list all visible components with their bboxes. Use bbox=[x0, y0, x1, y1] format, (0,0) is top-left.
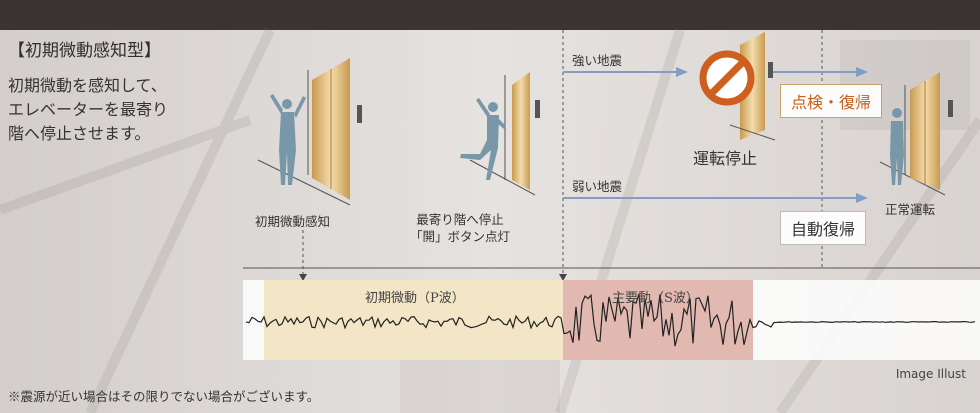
stop-label: 運転停止 bbox=[693, 149, 758, 168]
inspection-recovery-box: 点検・復帰 bbox=[780, 84, 883, 118]
page-title: 【初期微動感知型】 bbox=[8, 41, 161, 61]
step2-label-line1: 最寄り階へ停止 bbox=[416, 212, 504, 227]
p-wave-band bbox=[264, 280, 563, 360]
strong-quake-arrow bbox=[563, 67, 868, 77]
s-wave-band bbox=[563, 280, 753, 360]
step1-label: 初期微動感知 bbox=[255, 214, 331, 229]
p-wave-label: 初期微動（P波） bbox=[365, 291, 465, 306]
description: 初期微動を感知して、 エレベーターを最寄り 階へ停止させます。 bbox=[8, 74, 168, 146]
normal-operation-label: 正常運転 bbox=[885, 202, 936, 217]
elevator-scene-stop bbox=[460, 72, 540, 196]
footnote: ※震源が近い場合はその限りでない場合がございます。 bbox=[8, 389, 320, 404]
step2-label: 最寄り階へ停止 「開」ボタン点灯 bbox=[410, 211, 510, 245]
strong-quake-label: 強い地震 bbox=[572, 53, 623, 68]
seismic-waveform bbox=[245, 293, 976, 347]
elevator-scene-normal bbox=[879, 72, 953, 196]
auto-recovery-box: 自動復帰 bbox=[780, 211, 867, 245]
s-wave-label: 主要動（S波） bbox=[612, 291, 699, 306]
weak-quake-arrow bbox=[563, 193, 868, 203]
weak-quake-label: 弱い地震 bbox=[572, 179, 623, 194]
description-line: 階へ停止させます。 bbox=[8, 124, 151, 143]
description-line: 初期微動を感知して、 bbox=[8, 76, 167, 95]
stop-sign-icon bbox=[699, 50, 755, 106]
elevator-scene-detect bbox=[257, 58, 362, 206]
description-line: エレベーターを最寄り bbox=[8, 100, 169, 119]
step2-label-line2: 「開」ボタン点灯 bbox=[410, 229, 511, 244]
image-illust-note: Image Illust bbox=[895, 367, 966, 381]
